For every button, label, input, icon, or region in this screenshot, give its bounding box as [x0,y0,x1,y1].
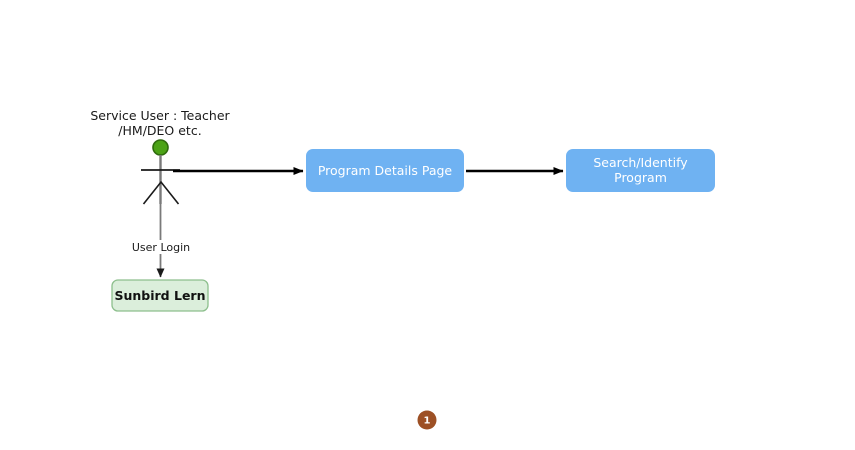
node-program-details-page[interactable]: Program Details Page [306,149,464,192]
node-label-line1: Search/Identify [593,155,688,170]
node-label: Sunbird Lern [114,288,205,303]
node-search-identify-program[interactable]: Search/Identify Program [566,149,715,192]
actor-head-icon [152,139,169,156]
node-shape [566,149,715,192]
node-label: Program Details Page [318,163,453,178]
node-sunbird-lern[interactable]: Sunbird Lern [111,279,209,312]
page-number-badge: 1 [417,410,437,430]
node-shape [306,149,464,192]
actor-legs-line [142,180,180,205]
service-user-actor[interactable]: Service User : Teacher /HM/DEO etc. [90,108,231,205]
node-shape [111,279,209,312]
actor-label-line2: /HM/DEO etc. [118,123,201,138]
edge-actor-to-sunbird-lern[interactable]: User Login [128,193,194,278]
page-badge-circle [417,410,437,430]
node-label-line2: Program [614,170,667,185]
edge-label-user-login: User Login [132,241,190,254]
edge-label-backdrop [128,240,194,254]
page-badge-number: 1 [424,416,431,427]
actor-label-line1: Service User : Teacher [90,108,230,123]
